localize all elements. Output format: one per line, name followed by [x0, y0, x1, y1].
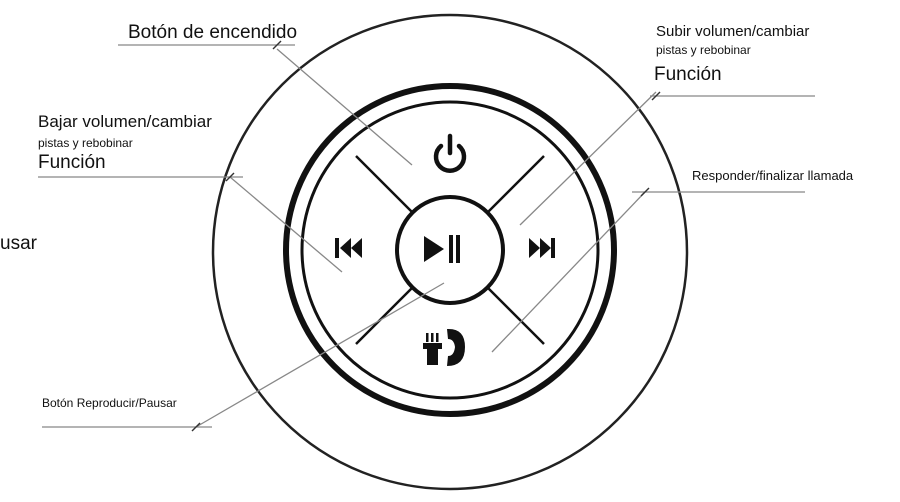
leader-tick-marks [191, 40, 661, 432]
button-ring-inner [300, 100, 600, 400]
play-pause-label: Botón Reproducir/Pausar [42, 396, 177, 410]
volume-up-label-line1: Subir volumen/cambiar [656, 23, 809, 40]
answer-call-label: Responder/finalizar llamada [692, 168, 854, 183]
volume-down-label-line1: Bajar volumen/cambiar [38, 112, 212, 131]
cropped-pausar-label: usar [0, 233, 38, 254]
next-track-icon [529, 238, 555, 258]
flashlight-icon [423, 333, 442, 365]
volume-down-label-line3: Función [38, 152, 106, 173]
volume-down-label-line2: pistas y rebobinar [38, 136, 133, 150]
leader-lines [38, 44, 815, 428]
button-dividers [355, 155, 545, 345]
phone-icon [447, 328, 465, 366]
speaker-outer-body [211, 13, 689, 491]
power-icon [433, 133, 467, 173]
volume-up-label-line2: pistas y rebobinar [656, 43, 751, 57]
power-button-label: Botón de encendido [128, 22, 297, 43]
previous-track-icon [335, 238, 362, 258]
button-ring-outer [283, 83, 617, 417]
play-pause-icon [424, 235, 460, 263]
volume-up-label-line3: Función [654, 64, 722, 85]
